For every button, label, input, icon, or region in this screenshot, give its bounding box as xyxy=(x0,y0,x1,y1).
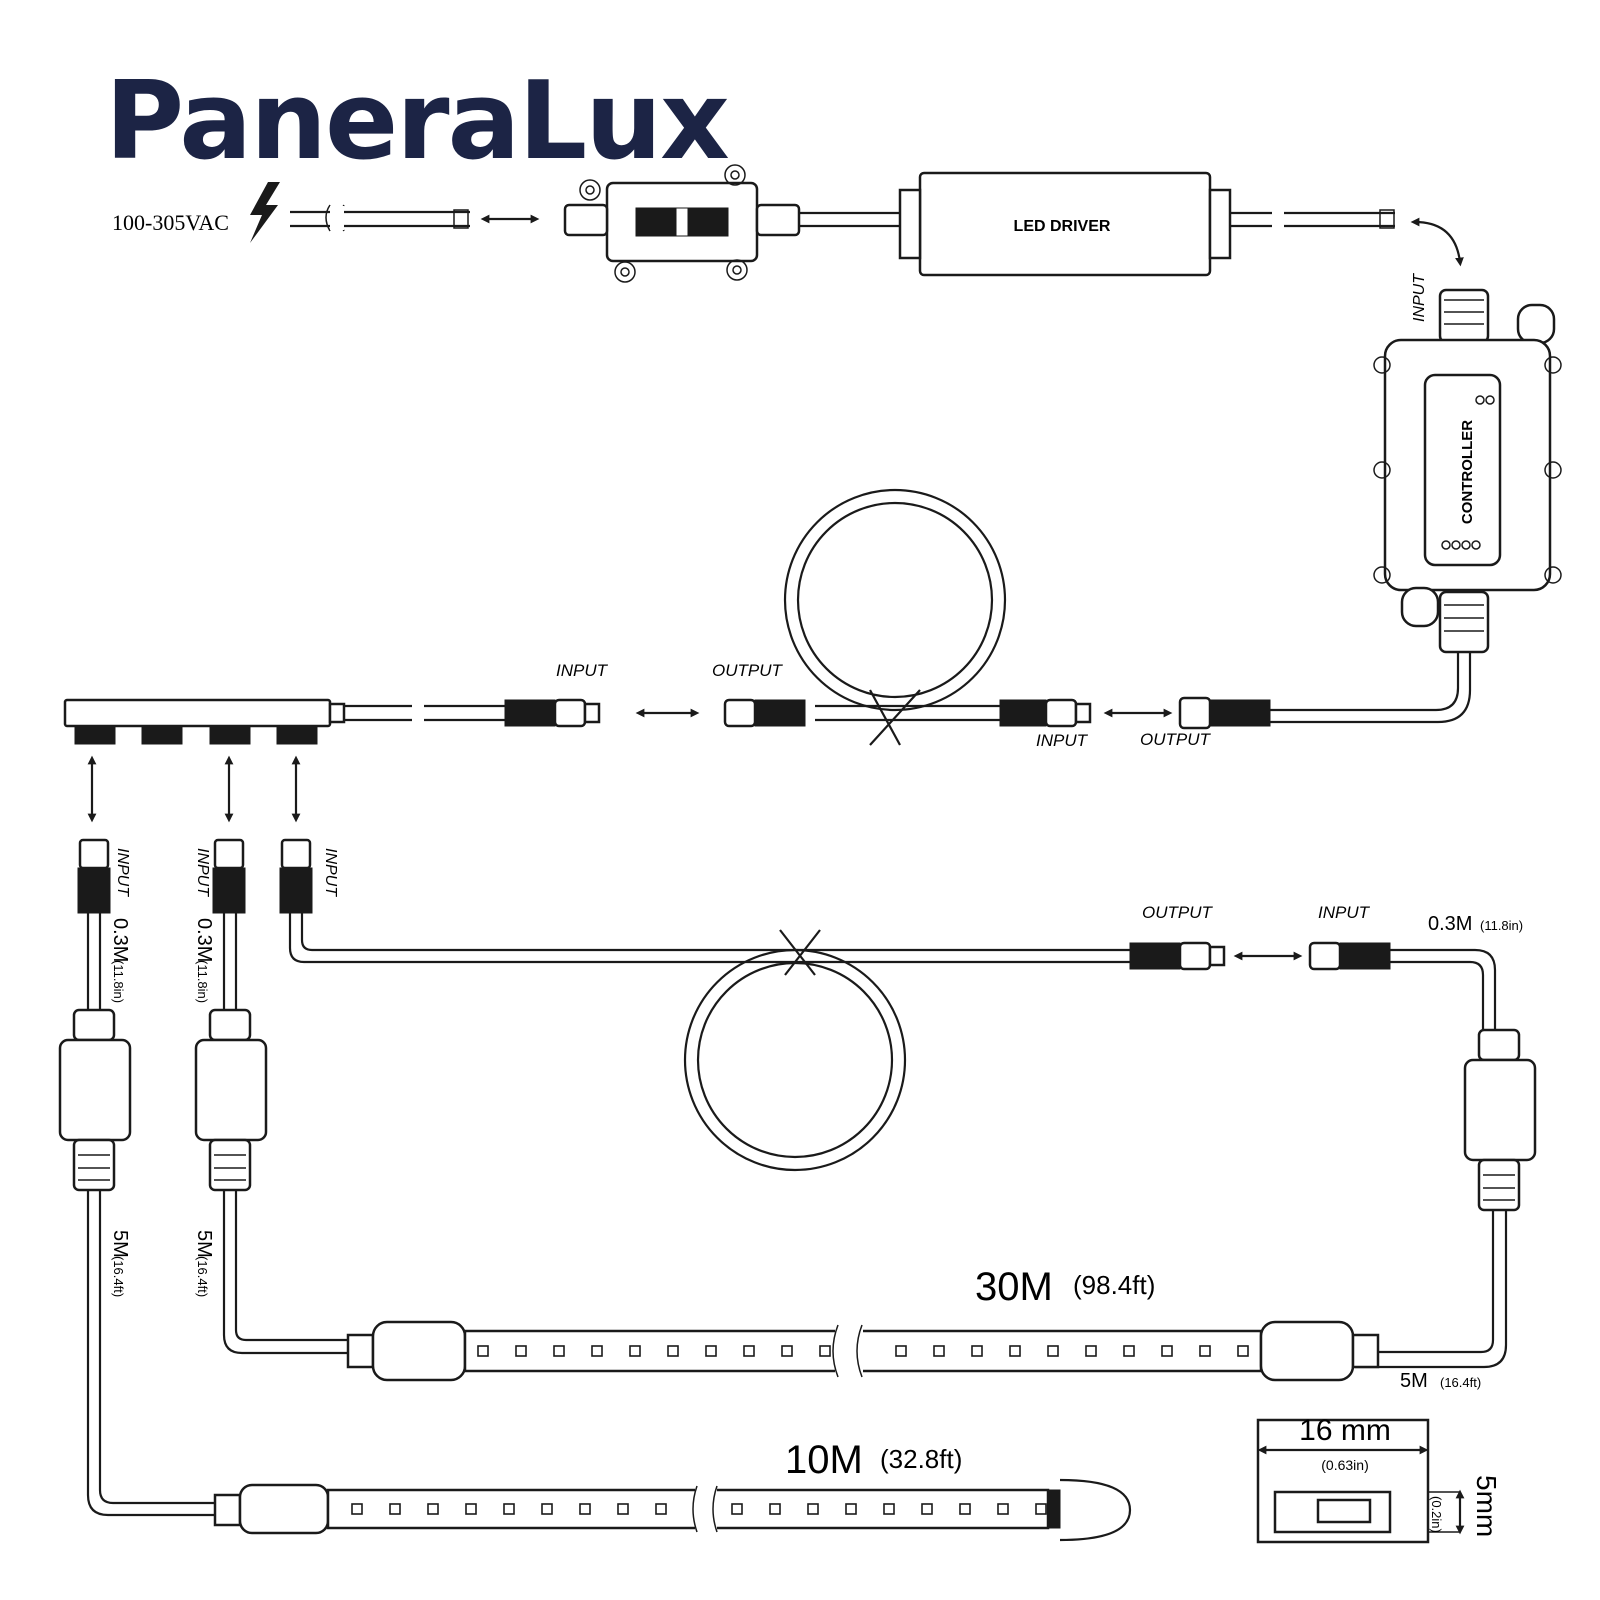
lead-5m-branch-1: 5M xyxy=(109,1230,131,1258)
strip-30m-length: 30M xyxy=(975,1265,1053,1309)
led-chip xyxy=(997,1503,1009,1515)
brand-logo: PaneraLux xyxy=(105,59,729,184)
controller-input-label: INPUT xyxy=(1411,273,1428,322)
led-chip xyxy=(1035,1503,1047,1515)
led-chip xyxy=(933,1345,945,1357)
controller-box: INPUT CONTROLLER xyxy=(1270,273,1562,724)
extension-cable-coil-top: INPUT OUTPUT xyxy=(712,488,1092,750)
lead-5m-imperial-right: (16.4ft) xyxy=(1440,1375,1481,1390)
led-chip xyxy=(819,1345,831,1357)
led-chip xyxy=(515,1345,527,1357)
lead-length-imperial-right: (11.8in) xyxy=(1480,918,1523,933)
width-imperial-label: (0.63in) xyxy=(1321,1457,1368,1473)
led-chip xyxy=(1199,1345,1211,1357)
branch-3: INPUT xyxy=(279,838,1130,964)
output-label-ext-top: OUTPUT xyxy=(712,661,784,680)
led-chip xyxy=(465,1503,477,1515)
led-chip xyxy=(503,1503,515,1515)
led-chip xyxy=(845,1503,857,1515)
strip-10m-length: 10M xyxy=(785,1438,863,1482)
led-chip xyxy=(705,1345,717,1357)
lead-length-right: 0.3M xyxy=(1428,913,1472,935)
led-chip xyxy=(553,1345,565,1357)
led-chip xyxy=(971,1345,983,1357)
led-chip xyxy=(1123,1345,1135,1357)
led-chip xyxy=(959,1503,971,1515)
input-label-branch-2: INPUT xyxy=(194,848,211,897)
lead-length-branch-1: 0.3M xyxy=(109,918,131,962)
led-chip xyxy=(629,1345,641,1357)
voltage-label: 100-305VAC xyxy=(112,210,229,235)
led-chip xyxy=(591,1345,603,1357)
height-imperial-label: (0.2in) xyxy=(1429,1496,1444,1533)
input-label-branch-3: INPUT xyxy=(322,848,339,897)
led-chip xyxy=(389,1503,401,1515)
led-chip xyxy=(921,1503,933,1515)
led-chip xyxy=(351,1503,363,1515)
input-label-branch-1: INPUT xyxy=(114,848,131,897)
input-label-hub: INPUT xyxy=(556,661,609,680)
branch-right: INPUT 0.3M (11.8in) 5M (16.4ft) xyxy=(1308,903,1537,1392)
led-chip xyxy=(1047,1345,1059,1357)
led-chips-30m xyxy=(477,1345,1249,1357)
led-chips-10m xyxy=(351,1503,1047,1515)
cross-section-dimensions: 16 mm (0.63in) 5mm (0.2in) xyxy=(1256,1414,1502,1544)
controller-label: CONTROLLER xyxy=(1459,420,1476,524)
led-chip xyxy=(807,1503,819,1515)
lead-length-branch-2: 0.3M xyxy=(193,918,215,962)
branch-2: INPUT 0.3M (11.8in) 5M (16.4ft) xyxy=(193,838,348,1355)
lead-5m-imperial-branch-2: (16.4ft) xyxy=(195,1256,210,1297)
extension-cable-coil-bottom: OUTPUT xyxy=(683,903,1226,1172)
led-chip xyxy=(781,1345,793,1357)
input-label-ext-top: INPUT xyxy=(1036,731,1089,750)
led-chip xyxy=(731,1503,743,1515)
led-chip xyxy=(427,1503,439,1515)
lead-5m-imperial-branch-1: (16.4ft) xyxy=(111,1256,126,1297)
splitter-hub: INPUT xyxy=(63,661,609,745)
connect-arrow-2 xyxy=(1410,217,1464,267)
width-label: 16 mm xyxy=(1299,1414,1391,1447)
lead-length-imperial-branch-2: (11.8in) xyxy=(195,960,210,1003)
led-chip xyxy=(743,1345,755,1357)
led-chip xyxy=(477,1345,489,1357)
led-chip xyxy=(883,1503,895,1515)
led-chip xyxy=(579,1503,591,1515)
led-strip-30m: 30M (98.4ft) xyxy=(346,1265,1380,1382)
led-chip xyxy=(1009,1345,1021,1357)
lightning-bolt-icon xyxy=(250,182,280,243)
input-label-right: INPUT xyxy=(1318,903,1371,922)
led-chip xyxy=(769,1503,781,1515)
led-chip xyxy=(541,1503,553,1515)
led-chip xyxy=(667,1345,679,1357)
led-driver: LED DRIVER xyxy=(898,171,1395,277)
lead-5m-branch-2: 5M xyxy=(193,1230,215,1258)
led-chip xyxy=(655,1503,667,1515)
led-chip xyxy=(1161,1345,1173,1357)
lead-length-imperial-branch-1: (11.8in) xyxy=(111,960,126,1003)
strip-30m-imperial: (98.4ft) xyxy=(1073,1270,1155,1300)
output-label-controller: OUTPUT xyxy=(1140,730,1212,749)
led-strip-10m: 10M (32.8ft) xyxy=(213,1438,1132,1542)
height-label: 5mm xyxy=(1471,1475,1502,1537)
strip-10m-imperial: (32.8ft) xyxy=(880,1444,962,1474)
output-label-ext-bottom: OUTPUT xyxy=(1142,903,1214,922)
led-chip xyxy=(1237,1345,1249,1357)
branch-1: INPUT 0.3M (11.8in) 5M (16.4ft) xyxy=(58,838,220,1517)
led-chip xyxy=(1085,1345,1097,1357)
led-chip xyxy=(617,1503,629,1515)
controller-output-connector: OUTPUT xyxy=(1140,696,1271,749)
junction-box xyxy=(563,164,910,283)
lead-5m-right: 5M xyxy=(1400,1370,1428,1392)
driver-label: LED DRIVER xyxy=(1014,218,1111,235)
mains-input: 100-305VAC xyxy=(112,182,470,243)
led-chip xyxy=(895,1345,907,1357)
